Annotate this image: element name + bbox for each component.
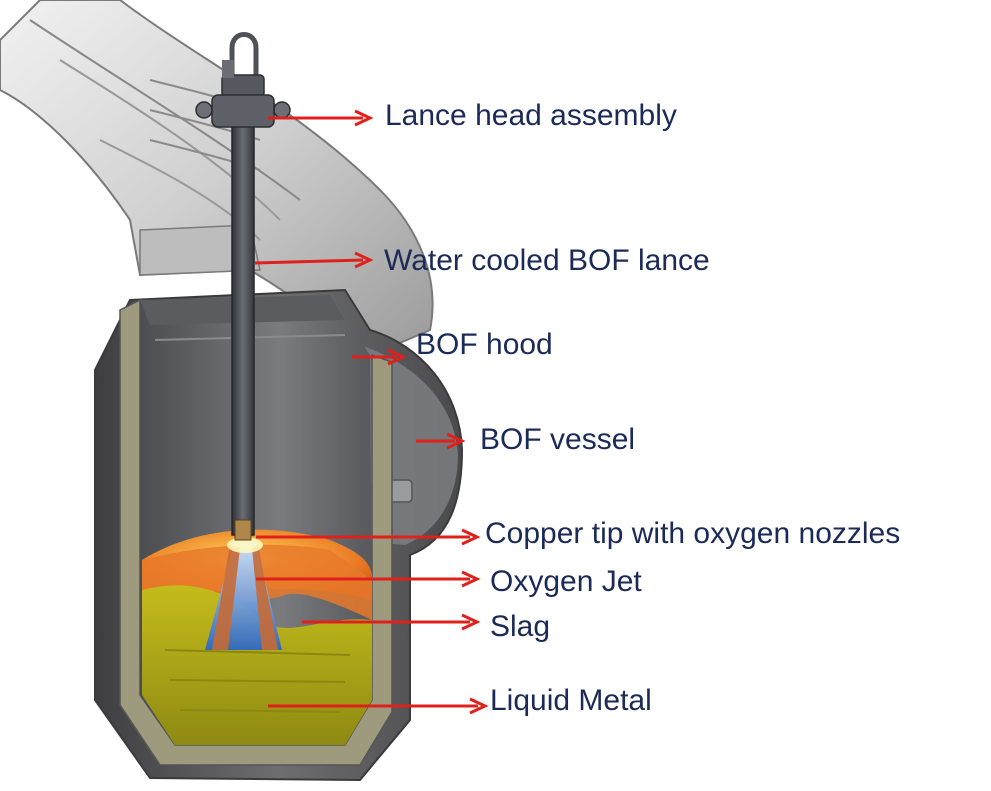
label-liquid-metal: Liquid Metal	[490, 684, 652, 717]
label-oxygen-jet: Oxygen Jet	[490, 565, 642, 598]
arrow-copper-tip	[256, 528, 481, 546]
arrow-slag	[302, 613, 481, 631]
label-bof-vessel: BOF vessel	[480, 423, 636, 456]
arrow-liquid-metal	[268, 697, 489, 715]
arrow-lance-head	[268, 109, 374, 127]
label-lance-head-assembly: Lance head assembly	[385, 99, 677, 132]
label-bof-hood: BOF hood	[416, 328, 553, 361]
oxygen-jet-cone	[205, 537, 282, 650]
label-water-cooled-lance: Water cooled BOF lance	[384, 244, 710, 277]
arrow-oxygen-jet	[256, 570, 481, 588]
lance-head-assembly	[195, 32, 291, 128]
arrow-lance	[254, 251, 374, 269]
callout-arrows	[254, 109, 489, 715]
bof-lance	[231, 124, 255, 541]
label-slag: Slag	[490, 610, 551, 643]
arrow-hood	[352, 348, 407, 366]
arrow-vessel	[416, 432, 466, 450]
label-copper-tip: Copper tip with oxygen nozzles	[485, 517, 901, 550]
